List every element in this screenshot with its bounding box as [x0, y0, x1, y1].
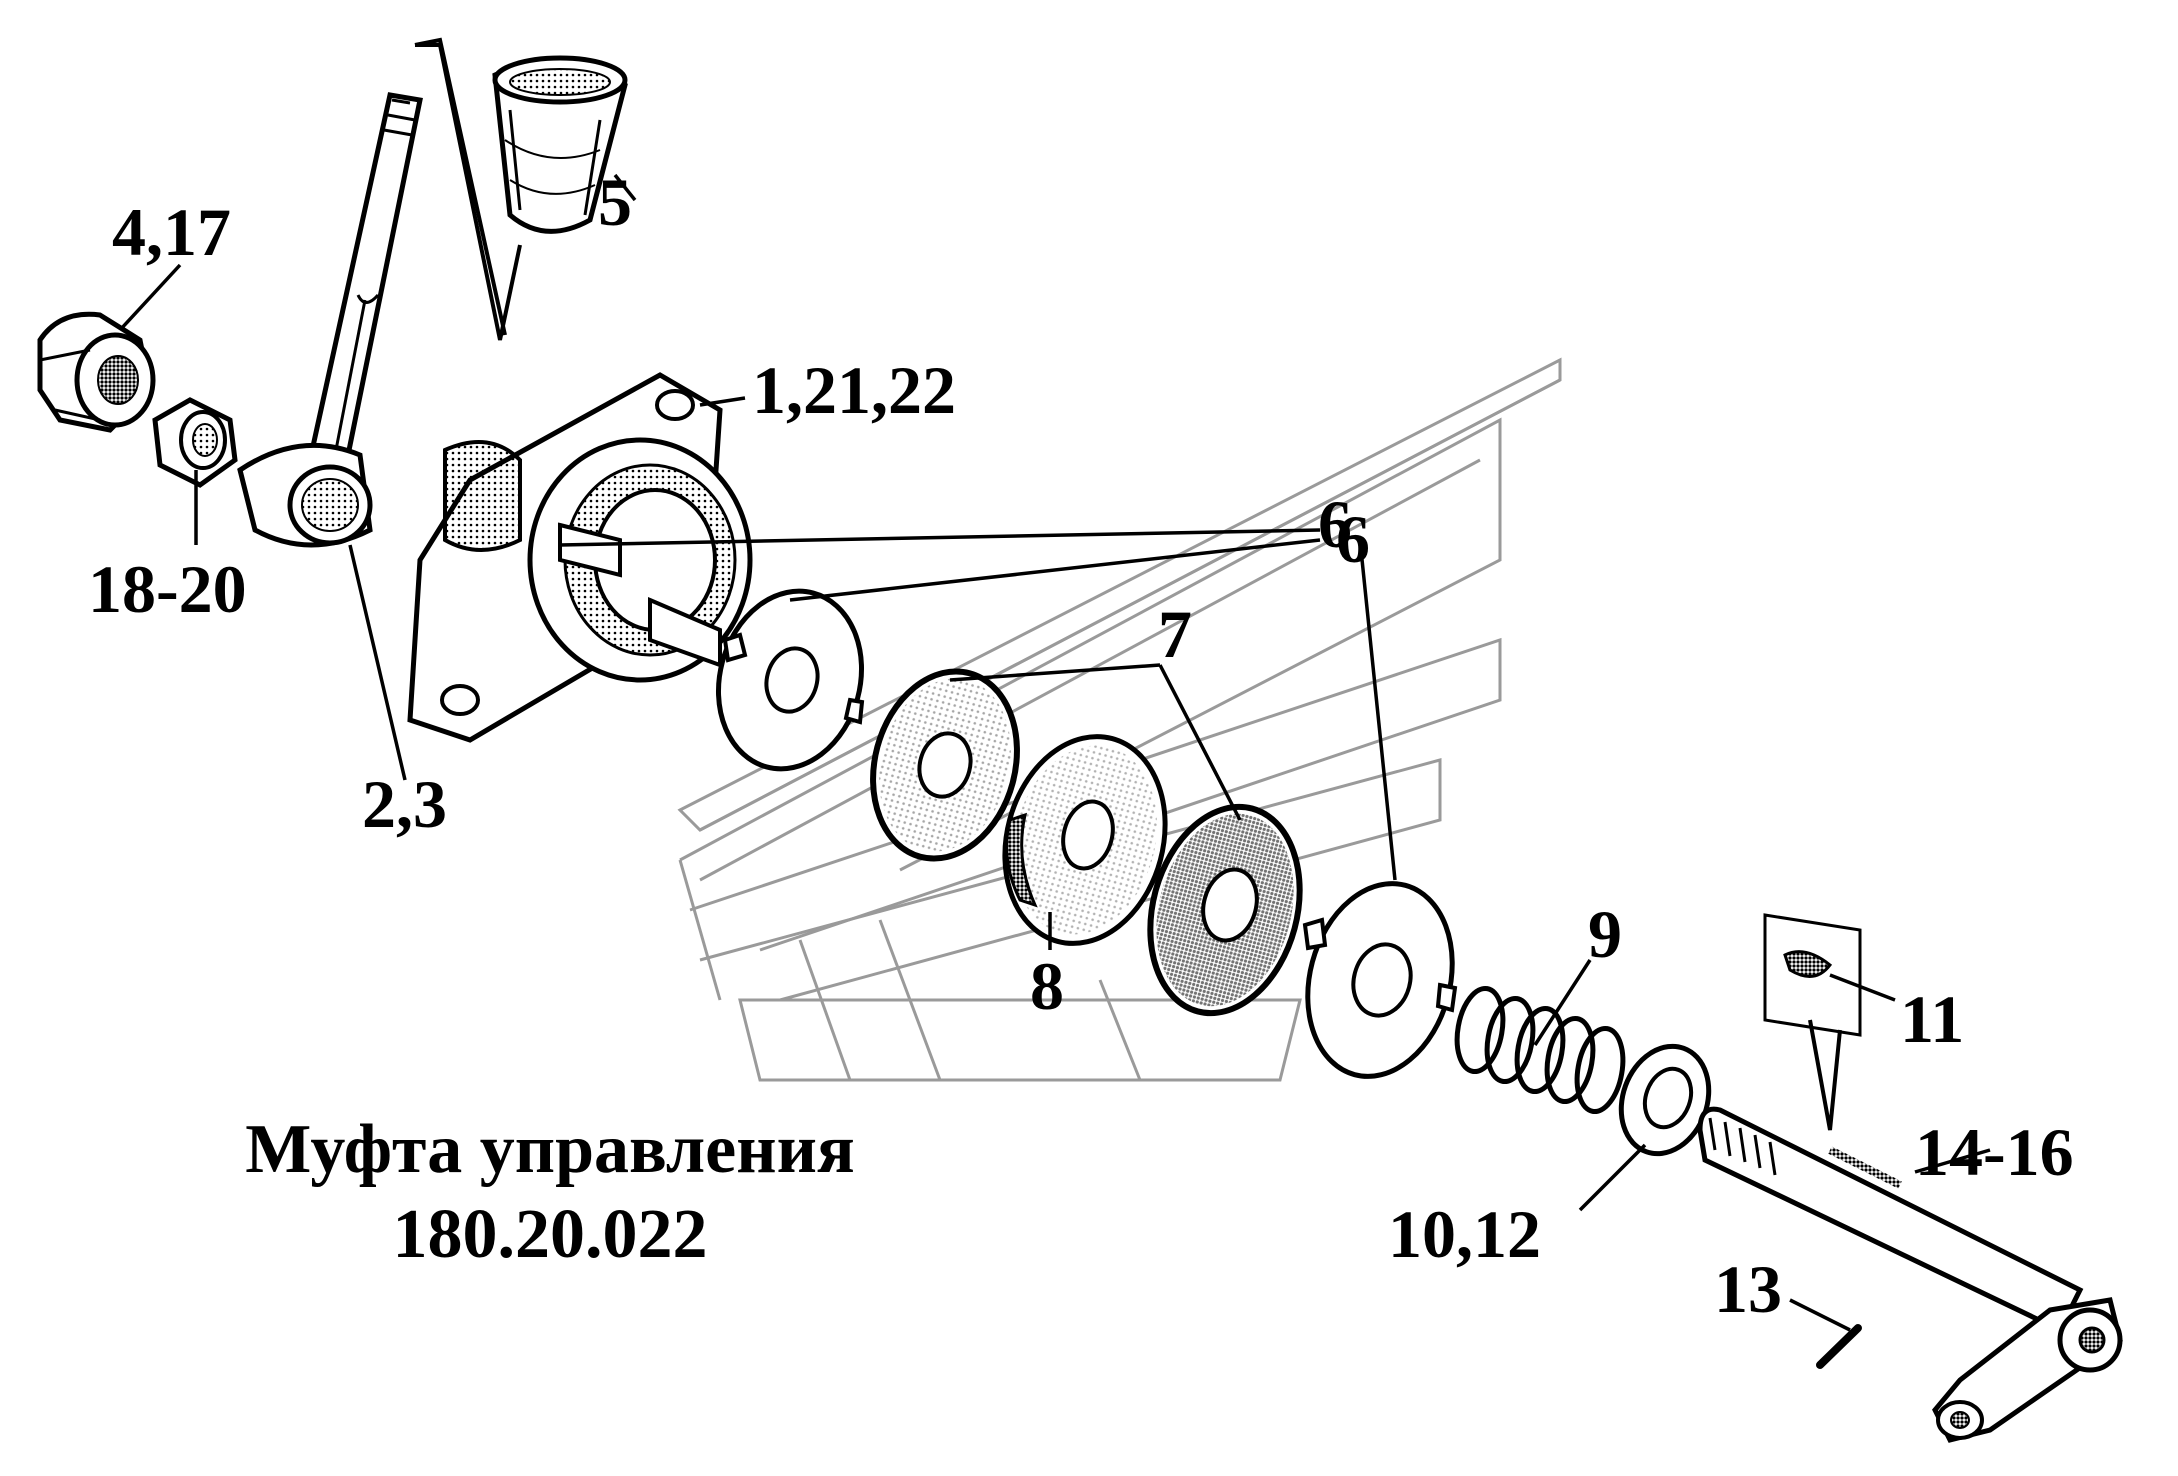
callout-part-7: 7 — [1158, 596, 1192, 672]
cap-nut-part-4-17 — [37, 311, 156, 433]
callout-part-1-21-22: 1,21,22 — [752, 352, 956, 428]
caption-title: Муфта управления — [245, 1111, 855, 1188]
knob-part-5 — [492, 55, 628, 234]
callout-part-6-top: 6 — [1318, 486, 1352, 562]
callout-part-5: 5 — [598, 164, 632, 240]
callout-part-14-16: 14-16 — [1915, 1114, 2074, 1190]
callout-part-8: 8 — [1030, 948, 1064, 1024]
pin-part-13 — [1816, 1324, 1862, 1369]
callout-part-13: 13 — [1714, 1251, 1782, 1327]
callout-part-2-3: 2,3 — [362, 766, 447, 842]
spring-part-9 — [1454, 985, 1626, 1115]
shaft-part-14-16 — [1697, 1106, 2123, 1443]
break-line — [415, 43, 522, 341]
callout-part-10-12: 10,12 — [1388, 1196, 1541, 1272]
lever-part-2-3 — [237, 92, 423, 548]
housing-part-1-21-22 — [407, 372, 753, 743]
callout-part-11: 11 — [1900, 981, 1965, 1057]
disc-part-8 — [1002, 734, 1168, 946]
callout-part-9: 9 — [1588, 896, 1622, 972]
callout-part-4-17: 4,17 — [112, 194, 231, 270]
friction-disc-part-7-lower — [1147, 803, 1303, 1017]
washer-part-10-12 — [1618, 1043, 1712, 1157]
tab-washer-part-6-lower — [1302, 881, 1458, 1079]
key-part-11 — [1763, 913, 1862, 1131]
hex-nut-part-18-20 — [152, 397, 238, 488]
tab-washer-part-6-upper — [715, 588, 865, 772]
callout-part-6-right: 6 — [1336, 501, 1370, 577]
callout-part-18-20: 18-20 — [88, 551, 247, 627]
friction-disc-part-7-upper — [870, 668, 1020, 862]
break-line-arrow — [414, 37, 507, 336]
leader-lines — [118, 173, 1991, 1332]
caption-code: 180.20.022 — [392, 1196, 708, 1273]
